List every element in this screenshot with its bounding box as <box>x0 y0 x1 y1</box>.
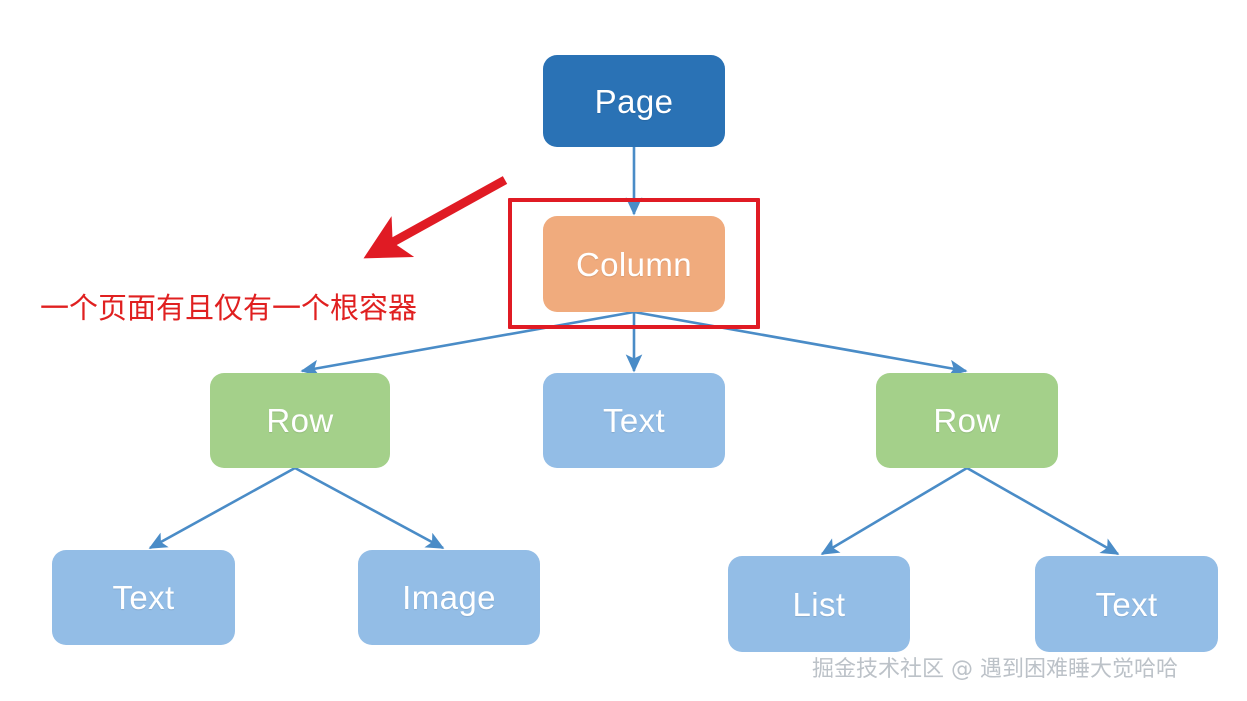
node-row_left[interactable]: Row <box>210 373 390 468</box>
root-container-annotation: 一个页面有且仅有一个根容器 <box>40 291 418 325</box>
edge-row_left-to-text_ll <box>148 466 296 550</box>
node-text_ll[interactable]: Text <box>52 550 235 645</box>
watermark-label: 掘金技术社区 @ 遇到困难睡大觉哈哈 <box>812 657 1178 682</box>
edge-row_left-to-image_lr <box>294 466 445 550</box>
node-column[interactable]: Column <box>543 216 725 312</box>
node-list_rl[interactable]: List <box>728 556 910 652</box>
edge-row_right-to-text_rr <box>966 466 1120 556</box>
red-pointer-arrow-line <box>363 176 508 259</box>
column-root-container-highlight <box>508 198 760 329</box>
node-label: Image <box>402 579 496 616</box>
node-label: Column <box>575 245 693 283</box>
node-label: Row <box>266 402 334 439</box>
node-text_rr[interactable]: Text <box>1035 556 1218 652</box>
node-row_right[interactable]: Row <box>876 373 1058 468</box>
node-text_mid[interactable]: Text <box>543 373 725 468</box>
node-label: Text <box>1095 585 1158 623</box>
node-label: Page <box>594 82 674 120</box>
node-label: Text <box>112 579 175 616</box>
node-image_lr[interactable]: Image <box>358 550 540 645</box>
node-label: Text <box>602 402 666 439</box>
node-label: Row <box>933 402 1001 439</box>
node-label: List <box>792 585 846 623</box>
node-page[interactable]: Page <box>543 55 725 147</box>
edge-row_right-to-list_rl <box>820 466 968 556</box>
